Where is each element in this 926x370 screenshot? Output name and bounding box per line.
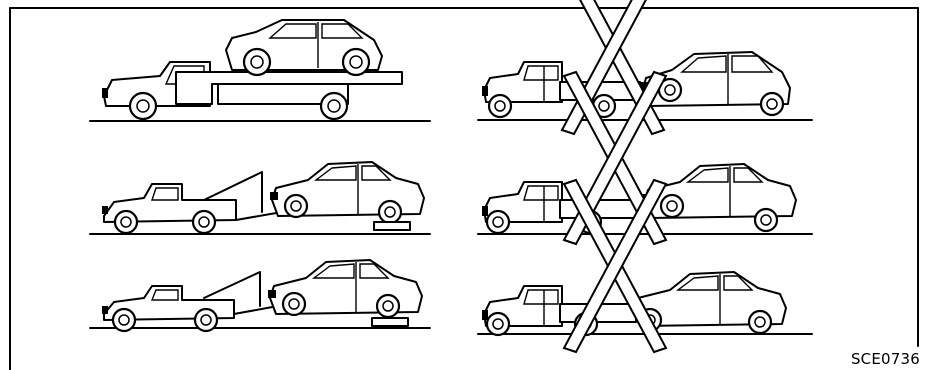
figure-code: SCE0736 [851,350,920,368]
truck-wheel [489,95,511,117]
truck-wheel [115,211,137,233]
car-wheel [283,293,305,315]
truck-wheel [193,211,215,233]
panel-flatbed [90,20,430,121]
truck-wheel [113,309,135,331]
truck-wheel [321,93,347,119]
tow-bar [236,212,282,220]
car-wheel [661,195,683,217]
car-wheel [379,201,401,223]
panel-wheel-lift-rear-with-dollies [90,260,430,331]
tow-bar [234,306,278,314]
car-wheel [343,49,369,75]
car-wheel [761,93,783,115]
car-wheel [755,209,777,231]
car-wheel [244,49,270,75]
car-wheel [377,295,399,317]
truck-wheel [487,313,509,335]
tow-dolly [372,318,408,326]
truck-wheel [487,211,509,233]
car-wheel [285,195,307,217]
truck-wheel [195,309,217,331]
tow-dolly [374,222,410,230]
car-wheel [749,311,771,333]
truck-wheel [130,93,156,119]
panel-wheel-lift-front [90,162,430,234]
